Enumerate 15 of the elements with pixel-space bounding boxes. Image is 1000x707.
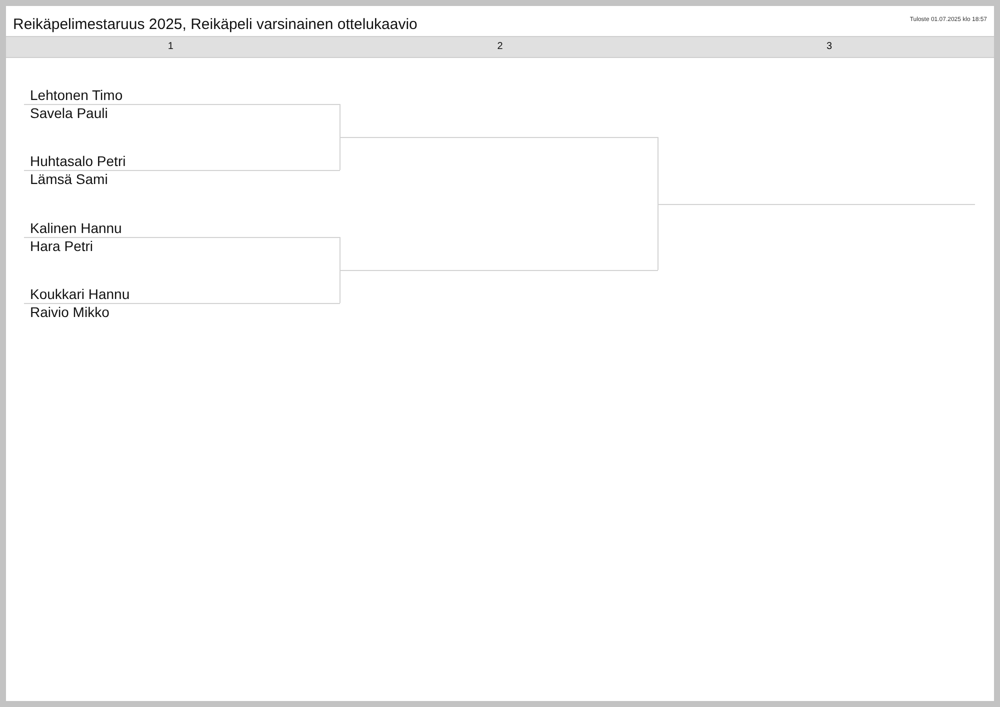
player-name: Savela Pauli xyxy=(30,105,108,121)
bracket-line xyxy=(340,137,658,138)
round-number: 2 xyxy=(497,41,503,53)
diagram-title: Reikäpelimestaruus 2025, Reikäpeli varsinainen ottelukaavio xyxy=(13,16,418,33)
player-name: Lämsä Sami xyxy=(30,171,108,187)
bracket-line xyxy=(658,204,975,205)
player-name: Koukkari Hannu xyxy=(30,286,130,302)
round-number: 3 xyxy=(826,41,832,53)
round-number: 1 xyxy=(168,41,174,53)
player-name: Hara Petri xyxy=(30,238,94,254)
bracket-line xyxy=(340,270,658,271)
player-name: Raivio Mikko xyxy=(30,304,110,320)
player-name: Lehtonen Timo xyxy=(30,87,123,103)
player-name: Kalinen Hannu xyxy=(30,220,122,236)
player-name: Huhtasalo Petri xyxy=(30,153,126,169)
